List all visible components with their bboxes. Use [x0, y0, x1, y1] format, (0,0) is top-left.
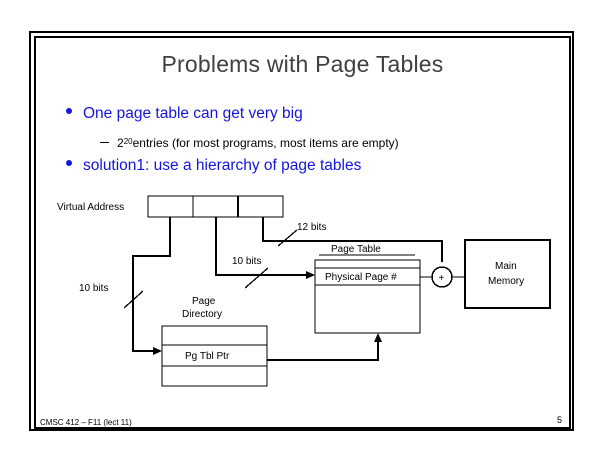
offset-bits-label: 12 bits [297, 222, 326, 233]
page-table-caption: Page Table [331, 244, 381, 255]
adder-plus-label: + [439, 273, 445, 284]
bullet-item-2-label: solution1: use a hierarchy of page table… [83, 157, 362, 174]
page-title: Problems with Page Tables [161, 51, 444, 77]
main-memory-box [464, 239, 551, 309]
arrowheads [153, 271, 382, 355]
page-table-entry-label: Physical Page # [325, 272, 397, 283]
arrowhead-page-table [306, 271, 315, 279]
dash-icon [100, 141, 109, 143]
main-memory-label-line2: Memory [488, 276, 524, 287]
virtual-address-box [147, 195, 284, 218]
page-directory-label-line2: Directory [182, 309, 222, 320]
page-directory-entry-label: Pg Tbl Ptr [185, 351, 230, 362]
bullet-dot-icon [66, 108, 72, 114]
main-memory-label-line1: Main [495, 261, 517, 272]
bullet-item-1-label: One page table can get very big [83, 105, 303, 122]
pagetable-bits-label: 10 bits [232, 256, 261, 267]
page-directory-box [161, 325, 268, 387]
sub-bullet-base: 2 [117, 136, 124, 150]
arrowhead-page-directory [153, 347, 162, 355]
bullet-item-1: One page table can get very big [66, 105, 303, 123]
virtual-address-label: Virtual Address [57, 202, 124, 213]
directory-index-path [132, 217, 171, 352]
sub-bullet-rest: entries (for most programs, most items a… [132, 136, 399, 150]
bullet-dot-icon [66, 160, 72, 166]
footer-page-number: 5 [556, 415, 562, 425]
page-table-box [314, 259, 421, 334]
page-table-index-path [215, 217, 313, 276]
directory-bits-slash-icon [123, 290, 144, 309]
pagetable-bits-slash-icon [244, 267, 269, 289]
offset-path [262, 217, 443, 262]
slide-inner-border [34, 36, 571, 429]
page-directory-label-line1: Page [192, 296, 216, 307]
slide-outer-border [29, 31, 574, 431]
offset-bits-slash-icon [277, 229, 298, 247]
pgtblptr-to-pagetable-path [267, 340, 379, 361]
bullet-item-2: solution1: use a hierarchy of page table… [66, 157, 361, 175]
directory-bits-label: 10 bits [79, 283, 108, 294]
footer-course-label: CMSC 412 – F11 (lect 11) [40, 418, 132, 427]
arrowhead-page-table-base [374, 333, 382, 342]
